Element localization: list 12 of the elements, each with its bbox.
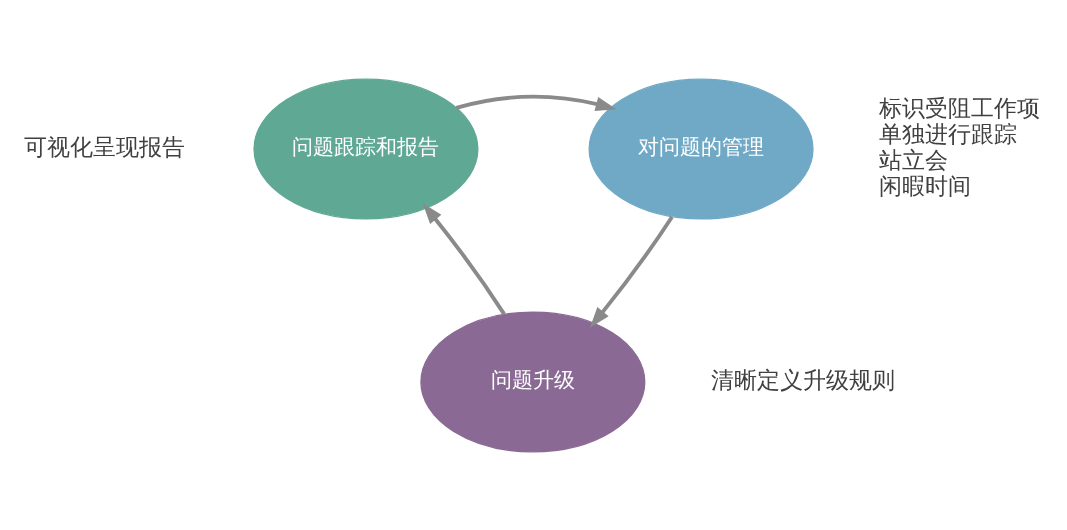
node-label: 清晰定义升级规则 (710, 365, 895, 393)
node-label: 单独进行跟踪 (878, 119, 1017, 147)
node-label: 标识受阻工作项 (878, 93, 1040, 121)
node-label: 站立会 (878, 145, 948, 173)
arrow (422, 202, 506, 315)
node-ellipse: 问题升级 (420, 310, 646, 452)
node-ellipse: 问题跟踪和报告 (253, 78, 479, 220)
node-ellipse: 对问题的管理 (588, 78, 814, 220)
node-label: 闲暇时间 (878, 171, 971, 199)
node-label: 可视化呈现报告 (23, 132, 185, 160)
arrow (455, 94, 617, 111)
arrow (589, 215, 674, 328)
